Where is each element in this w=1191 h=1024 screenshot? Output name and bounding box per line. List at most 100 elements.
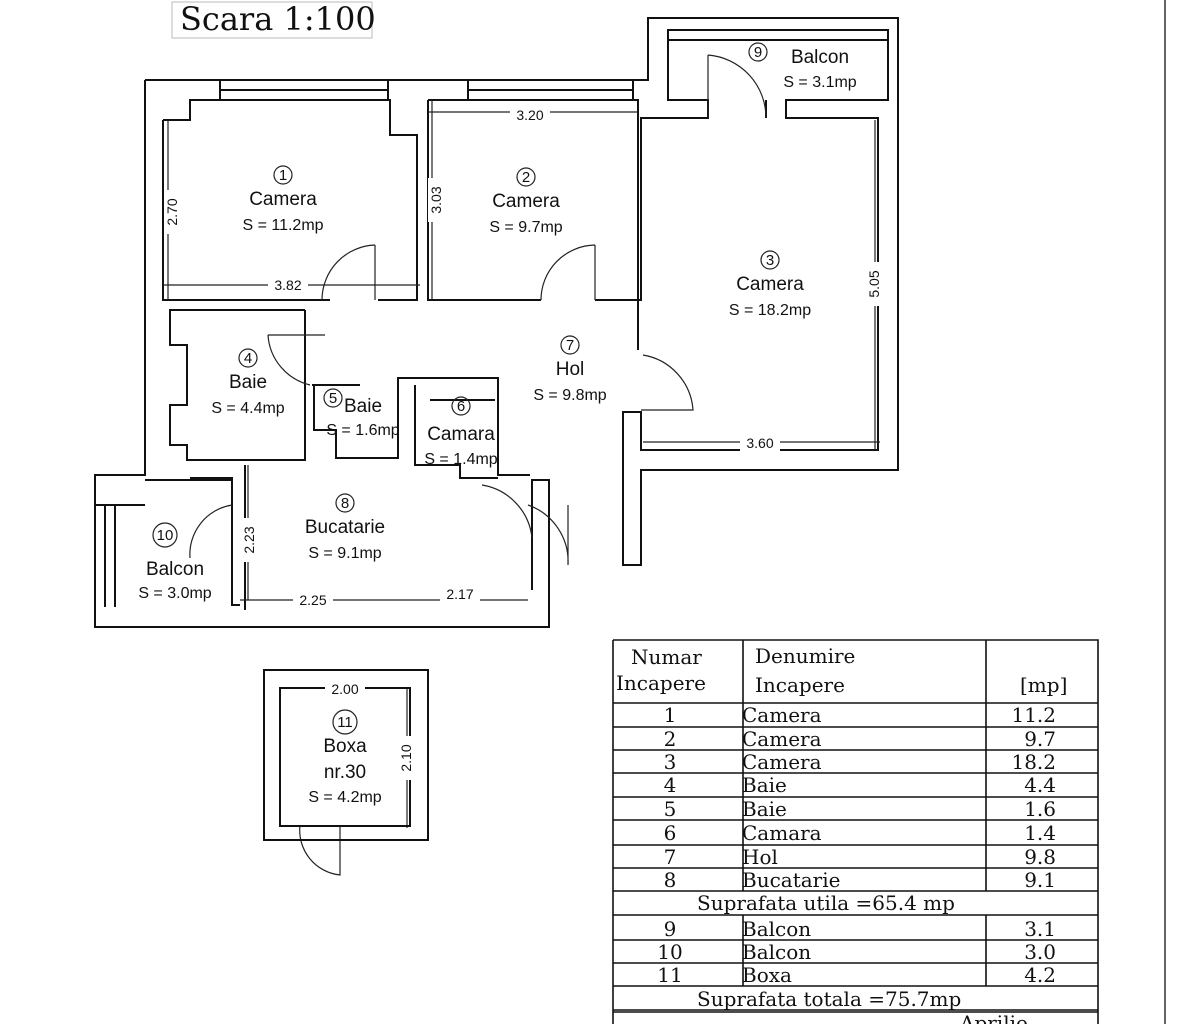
room-number: 7 [566, 337, 574, 354]
room-number: 4 [244, 350, 252, 367]
dim-label: 2.70 [164, 198, 180, 225]
room-number: 9 [754, 44, 762, 61]
table-row: 1 Camera 11.2 [664, 703, 1056, 727]
row-area: 9.1 [1024, 868, 1056, 892]
room-sub: nr.30 [324, 762, 366, 783]
row-number: 3 [664, 750, 677, 774]
room-name: Bucatarie [305, 517, 385, 538]
row-number: 8 [664, 868, 677, 892]
room-area: S = 9.1mp [308, 545, 381, 562]
room-number-circle [238, 348, 258, 368]
room-number: 6 [457, 398, 465, 415]
header-numar: Numar [631, 645, 702, 669]
room-number-circle [748, 42, 768, 62]
total-row: Suprafata totala =75.7mp [697, 987, 961, 1011]
row-name: Baie [742, 797, 787, 821]
subtotal-row: Suprafata utila =65.4 mp [697, 891, 955, 915]
row-area: 1.6 [1024, 797, 1056, 821]
dim-label: 2.25 [299, 592, 326, 608]
room-name: Boxa [323, 736, 367, 757]
room-name: Camara [427, 424, 495, 445]
row-number: 6 [664, 821, 677, 845]
room-area: S = 1.4mp [424, 451, 497, 468]
dim-label: 3.82 [274, 277, 301, 293]
row-number: 9 [664, 917, 677, 941]
room-area: S = 9.8mp [533, 387, 606, 404]
room-name: Baie [344, 396, 382, 417]
header-mp: [mp] [1020, 673, 1067, 697]
room-number-circle [152, 522, 178, 548]
scale-label: Scara 1:100 [180, 0, 376, 38]
room-number: 10 [157, 527, 174, 544]
dim-label: 2.23 [241, 526, 257, 553]
row-number: 1 [664, 703, 677, 727]
row-number: 10 [657, 940, 682, 964]
dim-label: 2.17 [446, 586, 473, 602]
room-name: Hol [556, 359, 585, 380]
room-area: S = 18.2mp [729, 302, 811, 319]
row-name: Camera [742, 727, 822, 751]
row-name: Camara [742, 821, 822, 845]
room-name: Baie [229, 372, 267, 393]
row-area: 3.1 [1024, 917, 1056, 941]
table-row: 8 Bucatarie 9.1 [664, 868, 1056, 892]
row-name: Camera [742, 703, 822, 727]
dim-label: 5.05 [866, 270, 882, 297]
footer-date: Aprilie [959, 1011, 1028, 1024]
room-area: S = 9.7mp [489, 219, 562, 236]
room-number: 5 [329, 390, 337, 407]
row-number: 2 [664, 727, 677, 751]
row-name: Balcon [742, 917, 811, 941]
row-name: Bucatarie [742, 868, 840, 892]
room-name: Camera [249, 189, 317, 210]
row-number: 4 [664, 773, 677, 797]
table-row: 2 Camera 9.7 [664, 727, 1056, 751]
table-row: 3 Camera 18.2 [664, 750, 1056, 774]
row-area: 11.2 [1011, 703, 1056, 727]
room-number: 11 [337, 714, 353, 731]
row-area: 9.8 [1024, 845, 1056, 869]
row-area: 1.4 [1024, 821, 1056, 845]
row-number: 11 [657, 963, 682, 987]
row-name: Boxa [742, 963, 792, 987]
room-area: S = 1.6mp [326, 422, 399, 439]
scale-box [171, 1, 373, 39]
room-number-circle [273, 165, 293, 185]
header-incapere: Incapere [616, 671, 706, 695]
room-name: Camera [492, 191, 560, 212]
header-denumire: Denumire [755, 644, 855, 668]
row-name: Baie [742, 773, 787, 797]
dim-label: 3.60 [746, 435, 773, 451]
room-5: 5 Baie S = 1.6mp [323, 388, 400, 439]
table-row: 6 Camara 1.4 [664, 821, 1056, 845]
room-number: 3 [766, 252, 774, 269]
room-number-circle [560, 335, 580, 355]
row-area: 18.2 [1011, 750, 1056, 774]
row-name: Hol [742, 845, 778, 869]
row-area: 3.0 [1024, 940, 1056, 964]
room-number-circle [323, 388, 343, 408]
row-name: Camera [742, 750, 822, 774]
room-area: S = 3.1mp [783, 74, 856, 91]
room-area: S = 4.4mp [211, 400, 284, 417]
header-incapere-2: Incapere [755, 673, 845, 697]
room-number: 2 [522, 169, 530, 186]
room-area: S = 4.2mp [308, 789, 381, 806]
row-area: 9.7 [1024, 727, 1056, 751]
room-number: 8 [341, 495, 349, 512]
room-name: Balcon [146, 559, 204, 580]
room-number: 1 [279, 167, 287, 184]
